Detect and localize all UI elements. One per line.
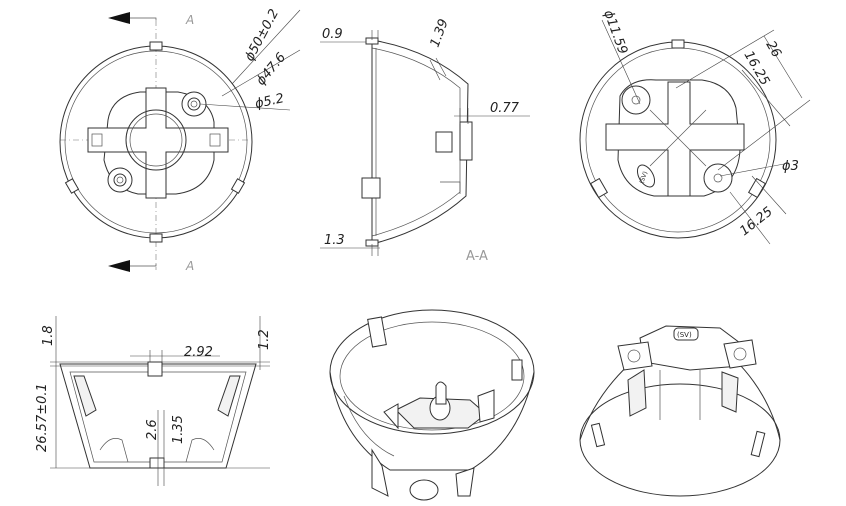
cross-rib (87, 87, 229, 199)
mount-hole (181, 91, 207, 117)
reflector-wall (371, 39, 469, 245)
section-arrow-top (108, 12, 130, 24)
perspective-top (329, 309, 535, 501)
dim-bottom: 1.3 (324, 233, 345, 248)
emblem (673, 327, 699, 341)
section-view: 0.9 1.39 0.77 1.3 A-A (320, 17, 530, 264)
inner-rim (64, 50, 248, 234)
dim-half-span-b: 16.25 (737, 204, 776, 239)
reflector-profile (59, 363, 257, 469)
dim-wall: 1.39 (428, 17, 452, 49)
section-mark-top: A (185, 13, 194, 27)
perspective-bottom: (SV) (579, 325, 781, 497)
dim-step: 0.77 (490, 101, 520, 116)
dim-rim-right: 1.2 (257, 329, 272, 350)
emblem (636, 164, 656, 188)
side-view: 1.8 1.2 26.57±0.1 2.92 2.6 1.35 (35, 316, 272, 486)
dim-hole-dia: ϕ5.2 (254, 91, 286, 112)
dim-hole-dia: ϕ3 (782, 159, 799, 174)
dim-base: 2.6 (145, 419, 160, 440)
cross-rib (605, 81, 745, 197)
dim-top-lip: 0.9 (322, 27, 343, 42)
top-view: A A ϕ50±0.2 ϕ47.6 ϕ5.2 (59, 7, 301, 273)
emblem-text: (SV) (638, 170, 649, 184)
mount-hole (107, 167, 133, 193)
emblem-text: (SV) (677, 331, 692, 339)
dim-span: 26 (763, 39, 784, 61)
section-arrow-bottom (108, 260, 130, 272)
dim-rim-top: 1.8 (41, 325, 56, 346)
dim-center-tab: 2.92 (184, 345, 213, 360)
dim-height: 26.57±0.1 (35, 383, 50, 452)
section-caption: A-A (466, 249, 488, 264)
section-mark-bottom: A (185, 259, 194, 273)
bottom-view: (SV) ϕ11.59 26 16.25 ϕ3 16.25 (579, 8, 811, 245)
dim-base-step: 1.35 (171, 415, 186, 444)
dim-bore-dia: ϕ11.59 (600, 8, 630, 56)
